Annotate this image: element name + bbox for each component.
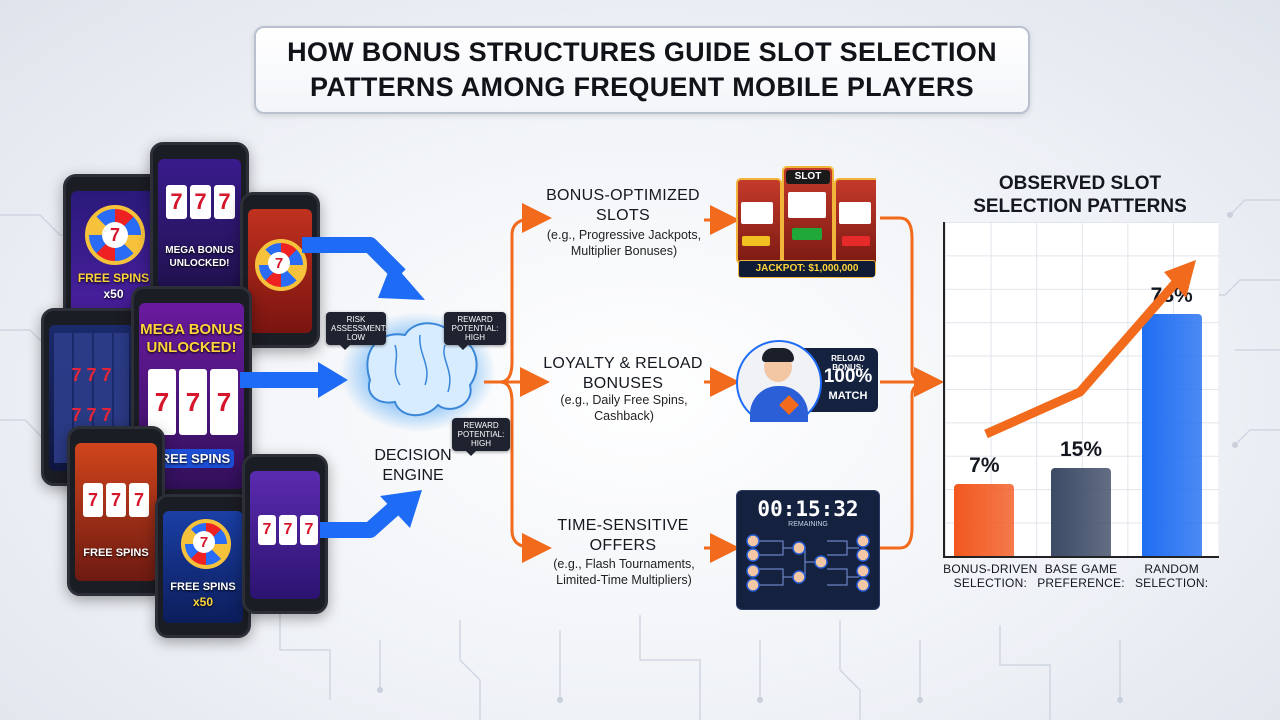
bar-value-label: 7% bbox=[969, 454, 1000, 477]
phone-free-spins-wheel: 7 FREE SPINS x50 bbox=[63, 174, 164, 332]
category-title-line: LOYALTY & RELOAD bbox=[543, 355, 703, 372]
category-title-line: BONUSES bbox=[582, 375, 664, 392]
category-sub-line: Cashback) bbox=[594, 409, 654, 423]
decision-engine-label: DECISION ENGINE bbox=[358, 446, 468, 486]
jackpot-banner: JACKPOT: $1,000,000 bbox=[738, 260, 876, 278]
category-time-sensitive-title: TIME-SENSITIVE OFFERS bbox=[540, 516, 706, 556]
trend-arrowhead bbox=[1164, 260, 1196, 298]
seven-icon: 7 bbox=[268, 252, 290, 274]
seven-icon: 7 bbox=[102, 222, 128, 248]
phone-mega-bonus-small-text: MEGA BONUS bbox=[165, 245, 234, 256]
category-loyalty-sub: (e.g., Daily Free Spins, Cashback) bbox=[534, 392, 714, 424]
title-banner: HOW BONUS STRUCTURES GUIDE SLOT SELECTIO… bbox=[254, 26, 1030, 114]
phone-x50-bottom-text: x50 bbox=[192, 595, 214, 609]
bottom-wheel-icon bbox=[181, 519, 231, 569]
tournament-bracket-icon bbox=[746, 534, 870, 592]
title-line-2: PATTERNS AMONG FREQUENT MOBILE PLAYERS bbox=[310, 72, 974, 102]
phone-mega-bonus-main: MEGA BONUS UNLOCKED! 7 7 7 FREE SPINS bbox=[131, 286, 252, 504]
bar-2 bbox=[1051, 468, 1111, 556]
countdown-sub: REMAINING bbox=[788, 521, 828, 528]
phone-purple-slot: 7 7 7 bbox=[242, 454, 328, 614]
chart-title-line-2: SELECTION PATTERNS bbox=[973, 196, 1187, 217]
phone-free-spins-center-text: FREE SPINS bbox=[149, 449, 234, 468]
bar-value-label: 15% bbox=[1059, 438, 1103, 461]
phone-red-wheel: 7 bbox=[240, 192, 320, 348]
reward-potential-bottom-bubble: REWARD POTENTIAL: HIGH bbox=[452, 418, 510, 456]
category-sub-line: (e.g., Daily Free Spins, bbox=[560, 393, 688, 407]
phone-x50-text: x50 bbox=[103, 287, 124, 301]
user-avatar bbox=[736, 340, 822, 422]
chart-title-line-1: OBSERVED SLOT bbox=[998, 173, 1162, 194]
phone-free-spins-text: FREE SPINS bbox=[77, 271, 150, 285]
blue-input-arrows bbox=[240, 237, 425, 538]
slot-sign-label: SLOT bbox=[786, 170, 830, 184]
category-bonus-optimized-sub: (e.g., Progressive Jackpots, Multiplier … bbox=[534, 227, 714, 259]
bar-3 bbox=[1141, 313, 1202, 556]
phone-mega-bonus-text: MEGA BONUS bbox=[140, 321, 243, 338]
phone-free-spins-bottom-text: FREE SPINS bbox=[170, 581, 236, 593]
decision-engine-line-1: DECISION bbox=[374, 447, 452, 464]
countdown-timer: 00:15:32 bbox=[757, 497, 859, 521]
chart-title: OBSERVED SLOT SELECTION PATTERNS bbox=[940, 172, 1220, 218]
phone-free-spins-bottom: 7 FREE SPINS x50 bbox=[155, 494, 251, 638]
category-title-line: TIME-SENSITIVE bbox=[557, 517, 689, 534]
slot-machines-card: SLOT JACKPOT: $1,000,000 bbox=[736, 166, 876, 278]
category-title-line: BONUS-OPTIMIZED bbox=[546, 187, 700, 204]
phone-free-spins-left-text: FREE SPINS bbox=[83, 547, 149, 559]
seven-icon: 7 bbox=[193, 531, 215, 553]
reload-bonus-match: MATCH bbox=[828, 390, 868, 402]
reload-bonus-card: RELOAD BONUS: 100% MATCH bbox=[736, 340, 878, 422]
category-bonus-optimized-title: BONUS-OPTIMIZED SLOTS bbox=[540, 186, 706, 226]
tournament-timer-card: 00:15:32 REMAINING bbox=[736, 490, 880, 610]
category-sub-line: Multiplier Bonuses) bbox=[570, 244, 678, 258]
decision-engine-line-2: ENGINE bbox=[382, 467, 444, 484]
risk-assessment-bubble: RISK ASSESSMENT: LOW bbox=[326, 312, 387, 350]
category-title-line: SLOTS bbox=[596, 207, 650, 224]
reload-bonus-percent: 100% bbox=[823, 366, 873, 387]
reward-potential-top-bubble: REWARD POTENTIAL: HIGH bbox=[444, 312, 506, 350]
category-title-line: OFFERS bbox=[589, 537, 657, 554]
phone-mega-bonus-small: 7 7 7 MEGA BONUS UNLOCKED! bbox=[150, 142, 249, 304]
category-sub-line: (e.g., Progressive Jackpots, bbox=[546, 228, 702, 242]
bar-1 bbox=[954, 484, 1015, 556]
category-sub-line: Limited-Time Multipliers) bbox=[556, 573, 692, 587]
category-sub-line: (e.g., Flash Tournaments, bbox=[553, 557, 695, 571]
category-time-sensitive-sub: (e.g., Flash Tournaments, Limited-Time M… bbox=[534, 556, 714, 588]
trend-line bbox=[984, 277, 1182, 439]
phone-unlocked-text: UNLOCKED! bbox=[146, 339, 237, 356]
title-line-1: HOW BONUS STRUCTURES GUIDE SLOT SELECTIO… bbox=[287, 37, 997, 67]
category-loyalty-title: LOYALTY & RELOAD BONUSES bbox=[540, 354, 706, 394]
orange-branch-arrows bbox=[484, 203, 944, 563]
reload-bonus-label: RELOAD BONUS: bbox=[831, 354, 865, 372]
phone-unlocked-small-text: UNLOCKED! bbox=[169, 258, 230, 269]
